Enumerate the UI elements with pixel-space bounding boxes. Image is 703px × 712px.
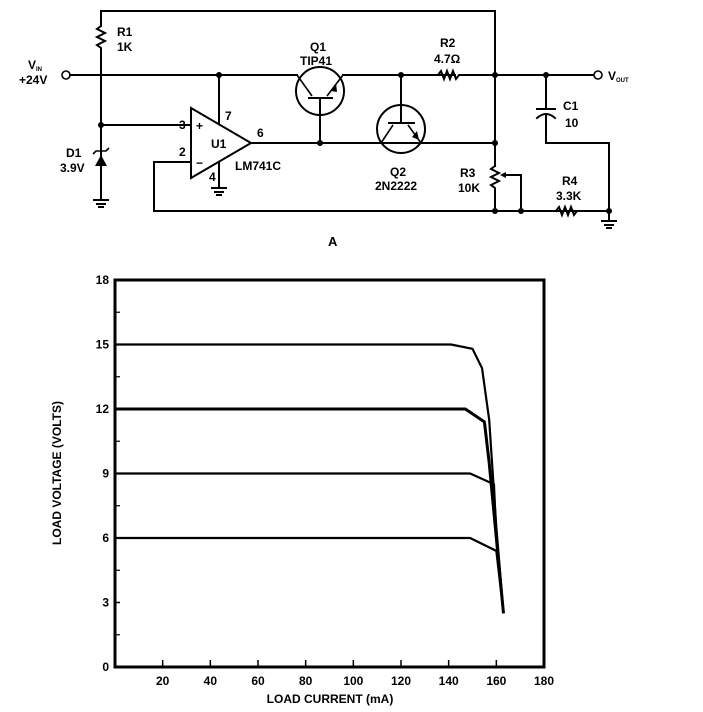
vin-terminal	[61, 70, 71, 80]
q2-value: 2N2222	[375, 179, 417, 193]
ground-icon	[601, 220, 617, 229]
x-tick-label: 140	[439, 674, 459, 688]
c1-bottom-wire	[545, 113, 610, 212]
series-line-2	[115, 407, 505, 614]
x-axis: 20 40 60 80 100 120 140 160 180	[156, 660, 554, 688]
feedback-top-wire	[100, 10, 496, 76]
pin-3-label: 3	[179, 118, 186, 132]
q2-emitter-arrow	[412, 131, 419, 140]
circuit-schematic	[61, 10, 617, 229]
vin-label: VIN	[28, 58, 42, 73]
x-tick-label: 100	[343, 674, 363, 688]
r2-resistor	[436, 68, 496, 82]
circuit-labels: R1 1K R2 4.7Ω R3 10K R4 3.3K C1 10 D1 3.…	[19, 25, 629, 249]
y-tick-label: 15	[96, 338, 110, 352]
r3-wiper-arrow	[500, 172, 506, 178]
pin-2-label: 2	[179, 145, 186, 159]
y-tick-label: 9	[102, 467, 109, 481]
pin-7-label: 7	[225, 109, 232, 123]
series-group	[115, 343, 505, 614]
r1-value: 1K	[117, 40, 133, 54]
d1-zener-icon	[95, 155, 107, 166]
d1-ref: D1	[66, 146, 82, 160]
vin-label-main: V	[28, 58, 36, 72]
r2-value: 4.7Ω	[434, 52, 461, 66]
x-tick-label: 40	[204, 674, 218, 688]
d1-value: 3.9V	[60, 161, 85, 175]
c1-ref: C1	[563, 99, 579, 113]
y-tick-label: 12	[96, 402, 110, 416]
ground-icon	[93, 199, 109, 208]
q1-ref: Q1	[310, 40, 326, 54]
x-tick-label: 120	[391, 674, 411, 688]
q1-emitter-arrow	[331, 83, 337, 92]
y-tick-label: 18	[96, 273, 110, 287]
r3-value: 10K	[458, 181, 480, 195]
q2-ref: Q2	[390, 165, 406, 179]
y-tick-label: 6	[102, 531, 109, 545]
vout-label: VOUT	[608, 69, 629, 84]
y-tick-label: 0	[102, 660, 109, 674]
r3-potentiometer	[488, 164, 502, 212]
r2-ref: R2	[440, 36, 456, 50]
ground-icon	[211, 187, 227, 196]
x-tick-label: 20	[156, 674, 170, 688]
plus-sign: +	[196, 119, 203, 133]
r3-wiper-wire	[502, 174, 522, 212]
r4-ref: R4	[562, 174, 578, 188]
r4-resistor	[554, 204, 610, 218]
vin-value: +24V	[19, 73, 47, 87]
u1-opamp-icon	[190, 106, 253, 180]
u1-value: LM741C	[235, 159, 281, 173]
r4-value: 3.3K	[556, 189, 582, 203]
series-line-4	[115, 536, 505, 614]
node	[492, 140, 498, 146]
node	[518, 208, 524, 214]
vin-label-sub: IN	[36, 67, 42, 73]
figure-label: A	[328, 234, 338, 249]
y-tick-label: 3	[102, 596, 109, 610]
x-axis-title: LOAD CURRENT (mA)	[267, 692, 394, 706]
series-line-3	[115, 472, 505, 614]
node	[492, 208, 498, 214]
y-axis-title: LOAD VOLTAGE (VOLTS)	[50, 401, 64, 545]
x-tick-label: 60	[251, 674, 265, 688]
vout-terminal	[593, 70, 603, 80]
c1-value: 10	[565, 116, 579, 130]
pin-4-label: 4	[209, 170, 216, 184]
r1-resistor	[94, 10, 108, 76]
r1-ref: R1	[117, 25, 133, 39]
r3-ref: R3	[460, 166, 476, 180]
chart: 0 3 6 9 12 15 18 20 40 60 80 100 120 140 160 180 LOAD …	[50, 273, 554, 706]
minus-sign: −	[196, 156, 203, 170]
u1-ref: U1	[211, 137, 227, 151]
series-line-1	[115, 343, 505, 614]
feedback-wire	[153, 161, 610, 212]
x-tick-label: 160	[486, 674, 506, 688]
x-tick-label: 80	[299, 674, 313, 688]
q1-value: TIP41	[300, 54, 332, 68]
vout-label-main: V	[608, 69, 616, 83]
zener-bar	[92, 147, 110, 155]
x-tick-label: 180	[534, 674, 554, 688]
vout-label-sub: OUT	[616, 78, 629, 84]
pin-6-label: 6	[257, 126, 264, 140]
